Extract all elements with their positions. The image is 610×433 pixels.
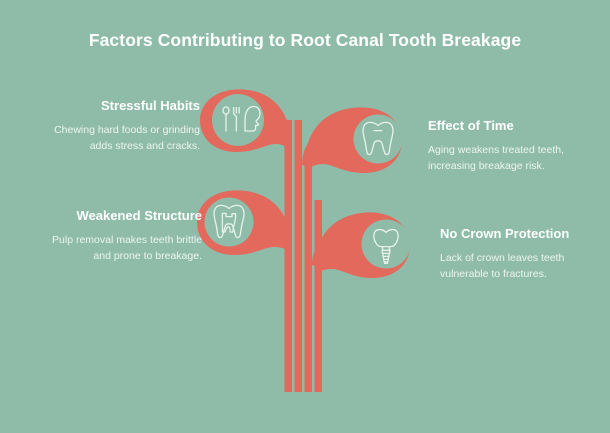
block-body: Pulp removal makes teeth brittle and pro… — [52, 233, 202, 262]
stem-bar-4 — [314, 200, 322, 392]
block-heading: Stressful Habits — [101, 98, 200, 113]
block-body: Aging weakens treated teeth, increasing … — [428, 143, 565, 172]
page-title: Factors Contributing to Root Canal Tooth… — [88, 30, 522, 50]
leaf-weakened-structure[interactable] — [197, 190, 291, 255]
leaf-stressful-habits[interactable] — [200, 89, 291, 152]
stem-bar-3 — [304, 160, 312, 392]
block-no-crown-protection: No Crown Protection Lack of crown leaves… — [440, 226, 592, 283]
trunk-stems — [284, 120, 322, 392]
block-heading: Weakened Structure — [76, 208, 202, 223]
leaf-inner-disc — [353, 114, 403, 164]
leaf-effect-of-time[interactable] — [305, 107, 403, 173]
block-heading: No Crown Protection — [440, 226, 570, 241]
tooth-icon — [362, 121, 394, 156]
block-body: Lack of crown leaves teeth vulnerable to… — [440, 251, 565, 280]
block-stressful-habits: Stressful Habits Chewing hard foods or g… — [48, 98, 200, 155]
leaf-no-crown-protection[interactable] — [315, 212, 411, 278]
tooth-pulp-icon — [213, 204, 245, 239]
dental-implant-icon — [373, 228, 399, 265]
leaf-inner-disc — [204, 197, 254, 247]
block-body: Chewing hard foods or grinding adds stre… — [54, 123, 200, 152]
fork-spoon-head-icon — [222, 105, 261, 132]
block-heading: Effect of Time — [428, 118, 514, 133]
stem-bar-1 — [284, 120, 292, 392]
stem-bar-2 — [294, 120, 302, 392]
block-effect-of-time: Effect of Time Aging weakens treated tee… — [428, 118, 578, 175]
block-weakened-structure: Weakened Structure Pulp removal makes te… — [32, 208, 202, 265]
plant-graphic — [197, 89, 411, 392]
leaf-inner-disc — [361, 219, 411, 269]
